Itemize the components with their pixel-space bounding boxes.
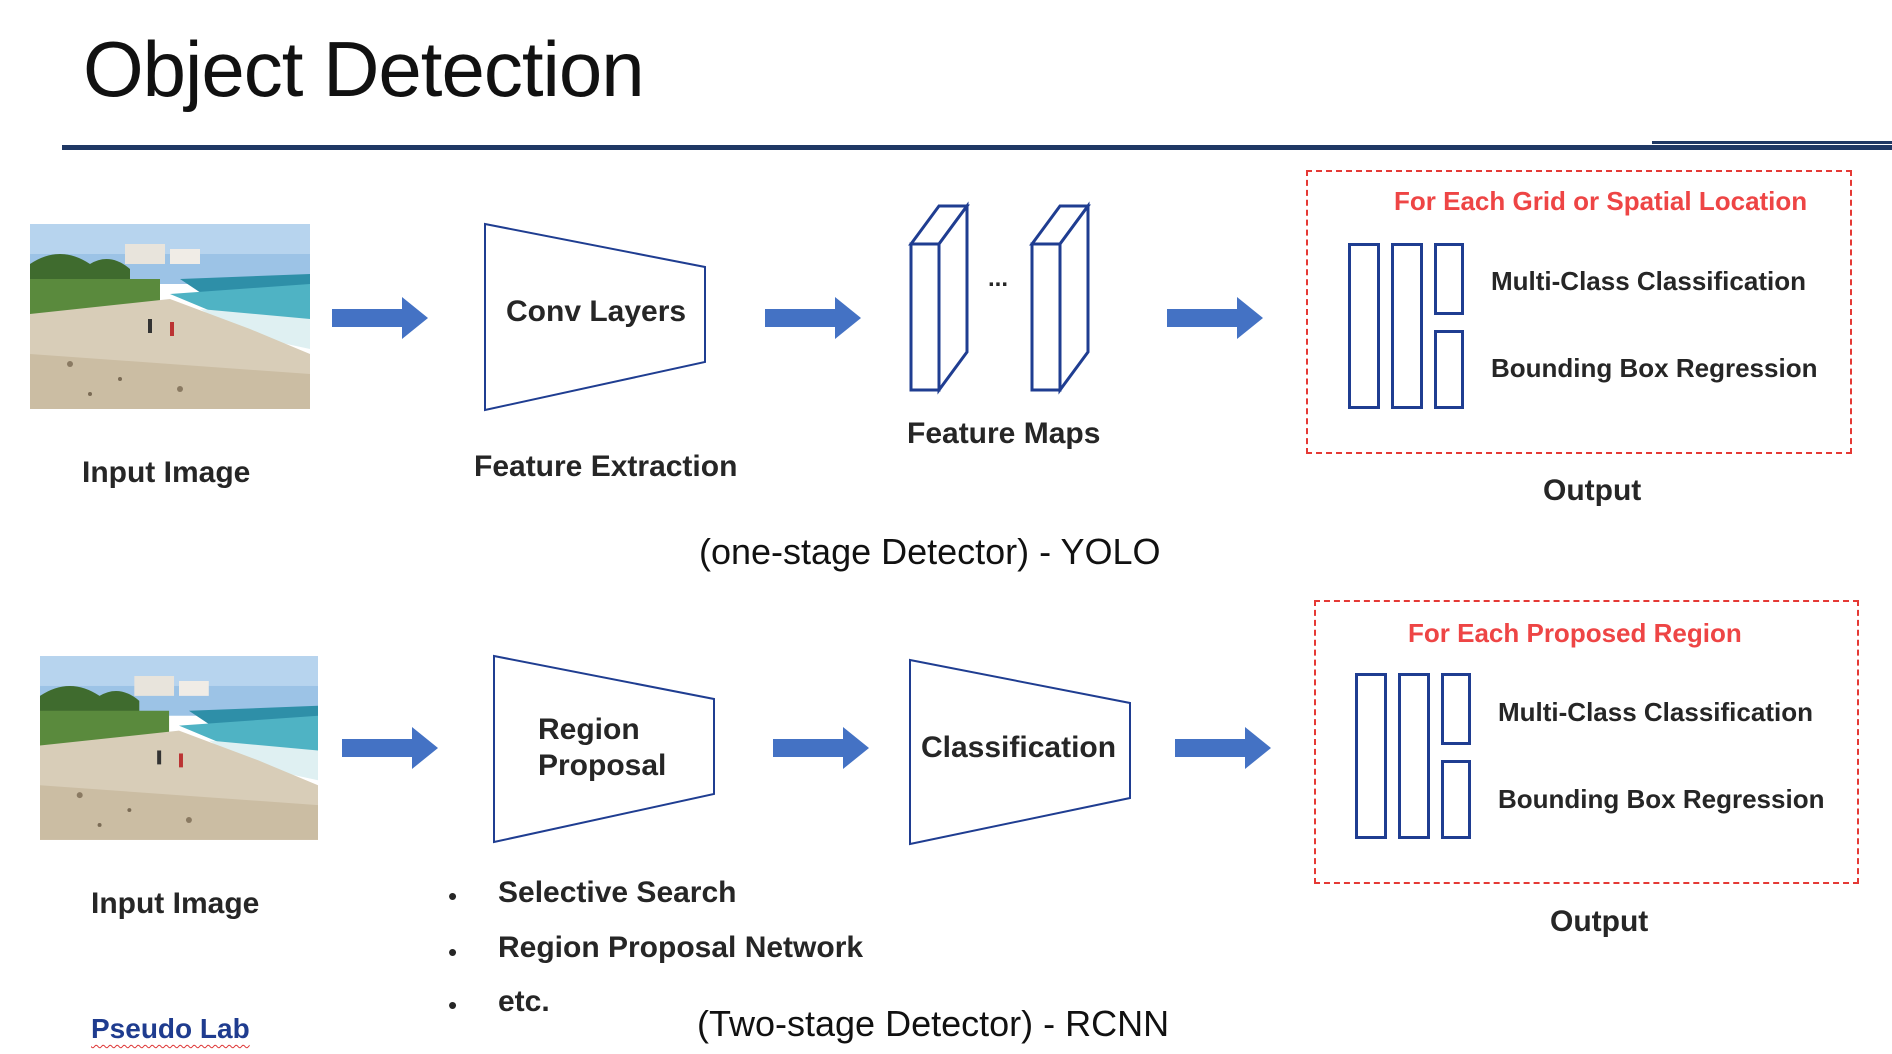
- rcnn-output-column-1: [1355, 673, 1387, 839]
- rcnn-output-column-box: [1441, 760, 1471, 839]
- yolo-output-label: Output: [1543, 474, 1642, 507]
- yolo-output-column-box: [1434, 330, 1464, 409]
- yolo-arrow-1: [332, 297, 428, 339]
- feature-extraction-label: Feature Extraction: [474, 450, 738, 483]
- region-proposal-block: [493, 654, 715, 844]
- page-title: Object Detection: [83, 25, 645, 113]
- rcnn-arrow-1: [342, 727, 438, 769]
- yolo-arrow-2: [765, 297, 861, 339]
- yolo-task-bbox-regression: Bounding Box Regression: [1491, 353, 1818, 383]
- bullet-selective-search: Selective Search: [498, 876, 737, 909]
- conv-layers-label: Conv Layers: [506, 295, 687, 328]
- title-divider-accent: [1652, 141, 1892, 144]
- yolo-task-classification: Multi-Class Classification: [1491, 266, 1806, 296]
- yolo-output-column-2: [1391, 243, 1423, 409]
- yolo-output-column-cls: [1434, 243, 1464, 315]
- classification-label: Classification: [921, 731, 1117, 764]
- region-proposal-label-line1: Region: [538, 713, 640, 746]
- bullet-etc: etc.: [498, 985, 550, 1018]
- feature-map-block-2: [1029, 201, 1091, 395]
- classification-block: [909, 658, 1131, 846]
- yolo-output-box-title: For Each Grid or Spatial Location: [1394, 186, 1808, 216]
- feature-maps-ellipsis: ...: [988, 265, 1009, 292]
- yolo-caption: (one-stage Detector) - YOLO: [699, 531, 1161, 572]
- rcnn-output-column-2: [1398, 673, 1430, 839]
- input-image-beach: [30, 224, 310, 409]
- bullet-1-mark: •: [448, 881, 458, 911]
- feature-maps-label: Feature Maps: [907, 417, 1101, 450]
- bullet-rpn: Region Proposal Network: [498, 931, 864, 964]
- rcnn-input-label: Input Image: [91, 887, 260, 920]
- yolo-output-box: [1306, 170, 1852, 454]
- rcnn-arrow-2: [773, 727, 869, 769]
- bullet-2-mark: •: [448, 937, 458, 967]
- rcnn-output-label: Output: [1550, 905, 1649, 938]
- title-divider: [62, 145, 1892, 150]
- rcnn-task-bbox-regression: Bounding Box Regression: [1498, 784, 1825, 814]
- yolo-arrow-3: [1167, 297, 1263, 339]
- yolo-input-label: Input Image: [82, 456, 251, 489]
- rcnn-caption: (Two-stage Detector) - RCNN: [697, 1003, 1170, 1044]
- feature-map-block-1: [908, 201, 970, 395]
- rcnn-task-classification: Multi-Class Classification: [1498, 697, 1813, 727]
- region-proposal-label-line2: Proposal: [538, 749, 667, 782]
- rcnn-arrow-3: [1175, 727, 1271, 769]
- yolo-output-column-1: [1348, 243, 1380, 409]
- footer-brand: Pseudo Lab: [91, 1013, 250, 1044]
- rcnn-output-box-title: For Each Proposed Region: [1408, 618, 1742, 648]
- rcnn-output-box: [1314, 600, 1859, 884]
- rcnn-output-column-cls: [1441, 673, 1471, 745]
- conv-layers-block: [484, 222, 706, 412]
- bullet-3-mark: •: [448, 990, 458, 1020]
- input-image-beach-2: [40, 656, 318, 840]
